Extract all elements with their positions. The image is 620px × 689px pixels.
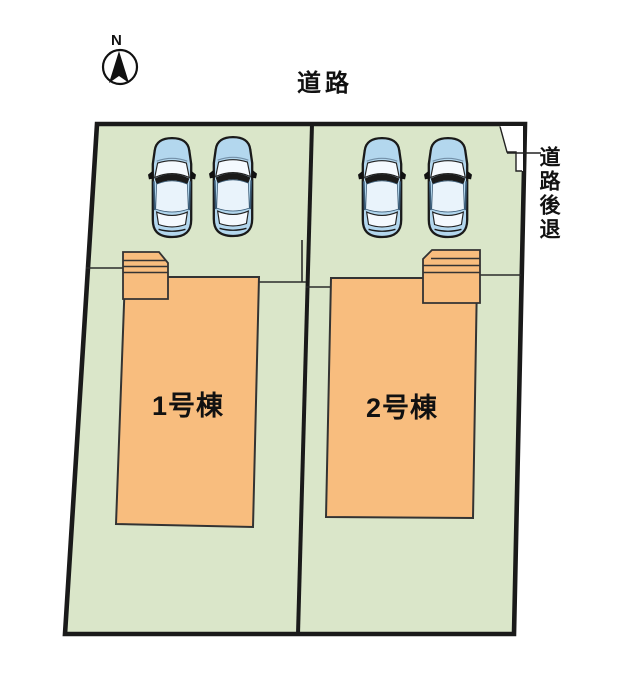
setback-area-edge bbox=[499, 126, 522, 172]
building-2-label: 2号棟 bbox=[365, 393, 439, 423]
car-icon bbox=[209, 135, 257, 238]
road-label: 道路 bbox=[297, 70, 353, 97]
car-icon bbox=[358, 136, 406, 239]
lot-divider-line bbox=[296, 123, 314, 635]
car-icon bbox=[148, 136, 196, 239]
entrance-steps-2 bbox=[422, 249, 481, 304]
car-icon bbox=[424, 136, 472, 239]
building-1-label: 1号棟 bbox=[151, 391, 225, 421]
road-setback-label: 道路後退 bbox=[537, 146, 560, 242]
compass-north-label: N bbox=[111, 32, 122, 49]
compass-north-icon bbox=[101, 48, 139, 86]
boundary-marks bbox=[86, 240, 521, 288]
building-1 bbox=[114, 276, 261, 529]
entrance-steps-1 bbox=[122, 251, 169, 300]
setback-area bbox=[500, 126, 523, 171]
